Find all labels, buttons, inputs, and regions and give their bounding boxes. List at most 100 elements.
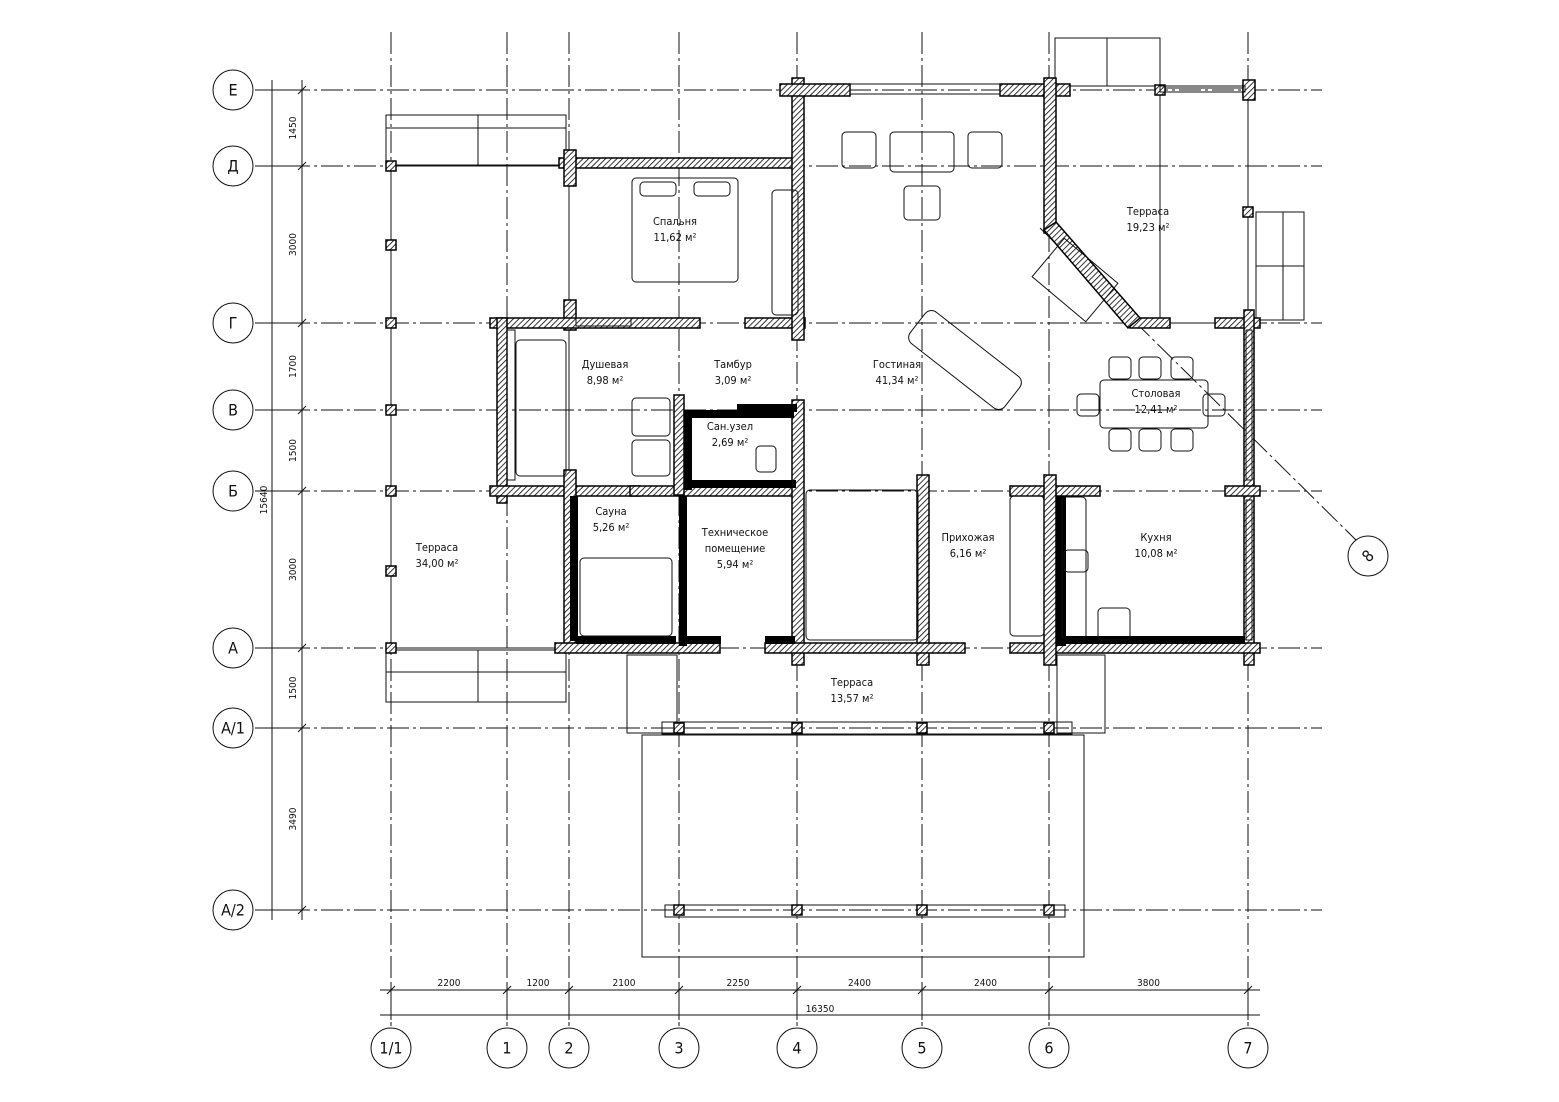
room-name: Сан.узел	[707, 420, 753, 433]
axis-label: В	[228, 401, 238, 420]
chair-icon	[1170, 428, 1194, 452]
axis-bubble	[212, 145, 254, 187]
axis-bubble	[1028, 1027, 1070, 1069]
chair-icon	[1202, 393, 1226, 417]
room-name: Столовая	[1132, 387, 1181, 400]
axis-bubble	[212, 302, 254, 344]
dimension-label: 3000	[288, 558, 299, 581]
room-name: Прихожая	[942, 531, 995, 544]
dimension-tick	[1044, 985, 1054, 995]
axis-bubble	[658, 1027, 700, 1069]
axis-label: 8	[1358, 546, 1378, 566]
dimension-label: 2400	[848, 978, 871, 989]
axis-label: А	[228, 639, 238, 658]
window	[1159, 85, 1246, 93]
axis-label: Г	[229, 314, 238, 333]
window	[506, 329, 516, 481]
armchair-icon	[841, 131, 877, 169]
dimension-tick	[297, 905, 307, 915]
dimension-label: 2200	[438, 978, 461, 989]
window	[849, 83, 1001, 95]
column	[1242, 206, 1254, 218]
terrace-outline	[661, 721, 1073, 735]
chair-icon	[1138, 428, 1162, 452]
axis-bubble	[212, 627, 254, 669]
kitchen-counter-icon	[1061, 496, 1087, 640]
axis-label: 6	[1044, 1039, 1053, 1058]
room-area: 11,62 м²	[654, 231, 697, 244]
dining-table-icon	[1099, 379, 1209, 429]
room-name: Тамбур	[713, 358, 752, 371]
room-name: Спальня	[653, 215, 697, 228]
shower-tray-icon	[631, 439, 671, 477]
dimension-total: 15640	[259, 485, 270, 514]
axis-label: 5	[917, 1039, 926, 1058]
pillow-icon	[639, 181, 677, 197]
sofa-icon	[908, 310, 1022, 410]
dimension-total: 16350	[806, 1004, 835, 1015]
wall-solid	[1056, 496, 1066, 646]
column	[673, 722, 685, 734]
room-name: Терраса	[1126, 205, 1169, 218]
bed-icon	[631, 177, 739, 283]
room-name: Терраса	[830, 676, 873, 689]
axis-bubble	[212, 470, 254, 512]
window	[1245, 329, 1253, 481]
axis-label: Б	[228, 482, 238, 501]
room-area: 2,69 м²	[712, 436, 749, 449]
axis-label: Д	[227, 157, 238, 176]
axis-label: 1/1	[379, 1039, 402, 1058]
room-area: 5,26 м²	[593, 521, 630, 534]
axis-bubble	[901, 1027, 943, 1069]
staircase-icon	[805, 489, 919, 641]
axis-bubble	[548, 1027, 590, 1069]
wall	[744, 317, 806, 329]
wall-solid	[1060, 636, 1245, 644]
wardrobe-icon	[1009, 495, 1045, 637]
room-area: 13,57 м²	[831, 692, 874, 705]
column	[385, 565, 397, 577]
axis-bubble	[776, 1027, 818, 1069]
dimension-label: 2250	[727, 978, 750, 989]
axis-bubble	[212, 69, 254, 111]
column	[385, 239, 397, 251]
dimension-tick	[502, 985, 512, 995]
toilet-icon	[755, 445, 777, 473]
dimension-label: 3800	[1137, 978, 1160, 989]
column	[385, 317, 397, 329]
column	[385, 404, 397, 416]
wardrobe-icon	[771, 189, 799, 316]
dimension-tick	[297, 723, 307, 733]
wall-solid	[765, 636, 795, 644]
room-name: Гостиная	[873, 358, 921, 371]
wall	[764, 642, 966, 654]
wall	[1043, 474, 1057, 666]
axis-label: 3	[674, 1039, 683, 1058]
terrace-outline	[641, 734, 1085, 958]
wall	[1242, 79, 1256, 101]
dimension-label: 2100	[613, 978, 636, 989]
terrace-outline	[385, 649, 567, 703]
axis-bubble	[212, 389, 254, 431]
axis-label: 2	[564, 1039, 573, 1058]
dimension-label: 1200	[527, 978, 550, 989]
axis-label: 1	[502, 1039, 511, 1058]
fireplace-icon	[1031, 237, 1119, 323]
wall-solid	[684, 410, 692, 490]
room-name: помещение	[705, 542, 766, 555]
wall	[916, 474, 930, 666]
dimension-tick	[297, 486, 307, 496]
axis-label: Е	[228, 81, 237, 100]
chair-icon	[1108, 428, 1132, 452]
wall-solid	[570, 496, 578, 641]
wall	[496, 317, 508, 504]
column	[916, 904, 928, 916]
wall	[558, 157, 800, 169]
stove-icon	[1097, 607, 1131, 641]
bathtub-icon	[515, 339, 567, 477]
column	[1043, 904, 1055, 916]
dimension-tick	[674, 985, 684, 995]
column	[791, 722, 803, 734]
